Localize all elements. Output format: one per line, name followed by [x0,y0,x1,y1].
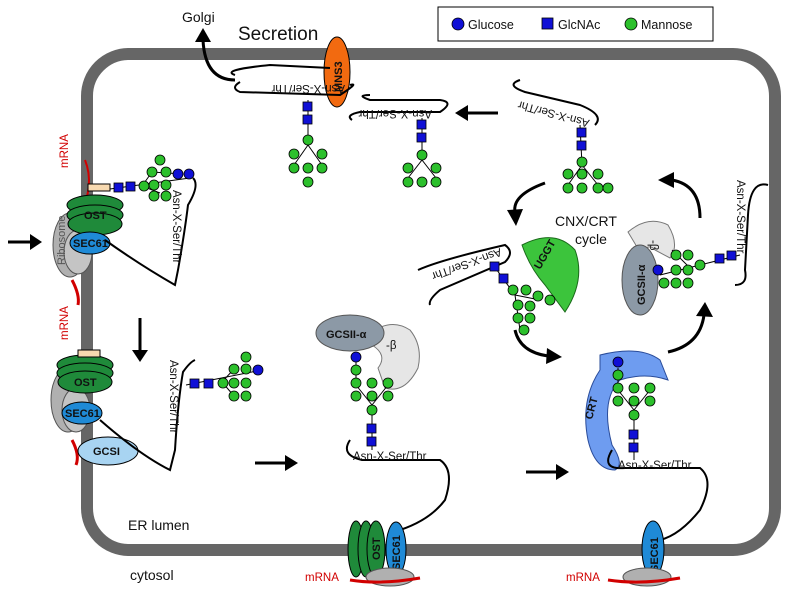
mrna-membrane-1-label: mRNA [305,572,339,584]
golgi-arrowhead [195,28,211,42]
nascent-chain-bottom [99,359,196,472]
mrna-membrane-2 [607,576,681,584]
ost-top-label: OST [84,210,107,222]
chain-crt [607,449,709,541]
gcsii-beta-middle [371,324,420,390]
cycle-arrow-top-right [671,178,702,219]
membrane-translocon-1: OST SEC61 mRNA [305,520,421,587]
glcnac-legend-icon [541,17,554,30]
ribosome-label: Ribosome [56,215,68,265]
gcsii-complex-right: -β GCSII-α [621,220,675,316]
crt-protein [585,350,669,471]
golgi-label: Golgi [182,9,215,25]
mrna-bottom-label: mRNA [59,306,71,340]
mrna-membrane-1 [349,576,421,584]
chain-gcsii-right [734,183,769,286]
gcsii-complex-middle: GCSII-α -β [315,314,420,390]
mns3-protein [323,36,351,108]
lipid-anchor-top [87,183,111,192]
gcsii-beta-right-label: -β [647,240,659,251]
gcsii-beta-middle-label: -β [386,340,397,352]
translocon-bottom: OST SEC61 GCSI mRNA [50,306,139,466]
motif-crt: Asn-X-Ser/Thr [618,460,692,472]
mrna-strand-bottom [70,439,79,466]
glycan-top-left [109,154,195,202]
gcsii-alpha-middle-label: GCSII-α [326,329,367,341]
uggt-complex: UGGT [521,237,580,313]
gcsi-label: GCSI [93,446,120,458]
mns3-label: MNS3 [333,61,345,92]
mns3-complex: MNS3 [323,36,351,108]
sec61-membrane-2-label: SEC61 [649,537,661,572]
chain-top-middle [348,94,449,121]
chain-uggt [417,243,511,306]
motif-top-left: Asn-X-Ser/Thr [170,190,182,264]
cycle-arrow-top-left [513,181,546,213]
chain-top-secretion [230,63,355,97]
sec61-membrane-1-label: SEC61 [391,535,403,570]
crt-label: CRT [583,396,601,421]
gcsii-alpha-right-label: GCSII-α [636,264,648,305]
glycan-uggt [489,261,556,336]
glycan-crt [612,356,656,460]
sec61-bottom [61,401,103,425]
chain-top-right [512,79,599,126]
motif-middle: Asn-X-Ser/Thr [353,451,427,463]
glucose-legend-icon [451,17,465,31]
mrna-top-label: mRNA [59,134,71,168]
er-membrane [81,48,781,556]
golgi-arrow [201,39,236,82]
crt-complex: CRT [583,350,669,471]
ost-bottom-label: OST [74,377,97,389]
lipid-anchor-bottom [77,349,101,358]
cytosol-label: cytosol [130,567,174,583]
motif-top-right: Asn-X-Ser/Thr [517,98,591,129]
sec61-top-label: SEC61 [73,238,108,250]
legend-box [437,6,714,42]
membrane-translocon-2: SEC61 mRNA [566,520,681,587]
cnx-crt-cycle-label: cycle [575,231,607,247]
motif-gcsii-right: Asn-X-Ser/Thr [734,180,746,254]
legend-glucose: Glucose [468,18,514,32]
motif-top-middle: Asn-X-Ser/Thr [358,107,432,119]
motif-bottom-left: Asn-X-Ser/Thr [167,360,179,434]
cycle-arrow-bottom-right [667,314,706,354]
chain-middle [346,439,450,531]
ost-membrane-label: OST [371,537,383,560]
secretion-label: Secretion [238,24,318,45]
glycan-top-secretion [288,100,328,188]
nascent-chain-top [104,177,197,287]
legend-glcnac: GlcNAc [558,18,600,32]
motif-top-secretion: Asn-X-Ser/Thr [271,82,345,94]
gcsii-alpha-right [621,244,659,316]
ost-bottom [57,370,113,394]
mannose-legend-icon [624,17,638,31]
glycan-bottom-left [185,351,264,402]
glycan-top-right [562,124,614,194]
glycan-top-middle [402,118,442,188]
mrna-membrane-2-label: mRNA [566,572,600,584]
mrna-strand-top [70,279,80,306]
glycan-gcsii-right [652,249,741,289]
legend-mannose: Mannose [641,18,692,32]
gcsii-alpha-middle [315,314,385,352]
cnx-crt-label: CNX/CRT [555,213,617,229]
cycle-arrow-bottom-left [513,329,549,358]
glycan-middle [350,351,394,450]
legend: Glucose GlcNAc Mannose [437,6,714,42]
er-lumen-label: ER lumen [128,517,189,533]
translocon-top: OST SEC61 mRNA Ribosome [52,134,124,306]
sec61-bottom-label: SEC61 [65,408,100,420]
uggt-protein [521,237,580,313]
